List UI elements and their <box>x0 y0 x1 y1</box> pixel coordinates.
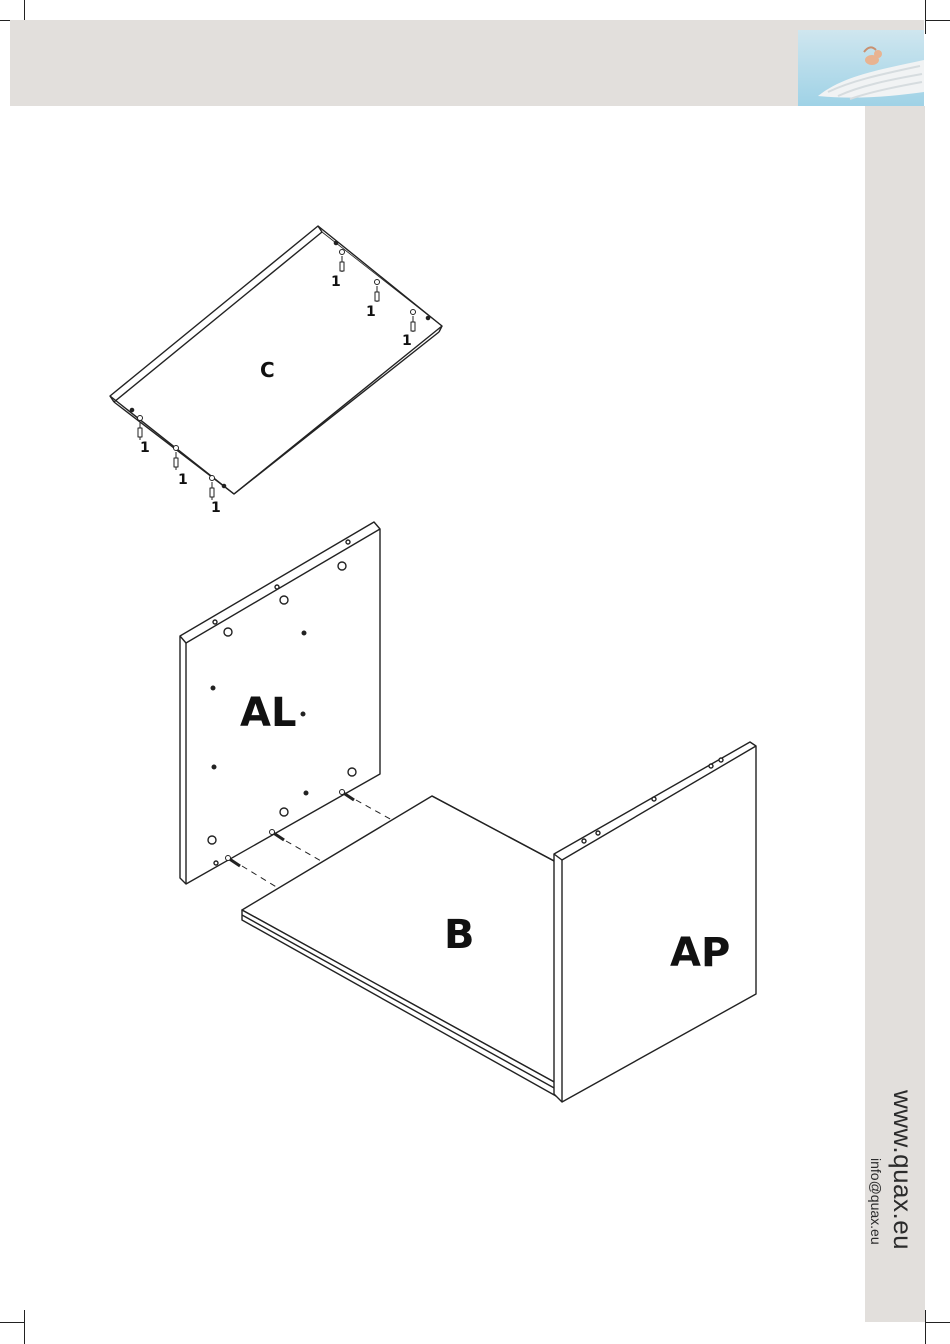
fitting-number-2: 1 <box>366 304 376 320</box>
fitting-number-5: 1 <box>178 472 188 488</box>
panel-c <box>110 226 442 494</box>
fitting-number-3: 1 <box>402 333 412 349</box>
fitting-number-1: 1 <box>331 274 341 290</box>
panel-b <box>242 796 556 1096</box>
panel-ap <box>554 742 756 1102</box>
label-ap: AP <box>670 930 730 976</box>
fitting-number-4: 1 <box>140 440 150 456</box>
label-b: B <box>444 912 475 958</box>
label-c: C <box>260 358 275 382</box>
label-al: AL <box>240 690 296 736</box>
fitting-number-6: 1 <box>211 500 221 516</box>
